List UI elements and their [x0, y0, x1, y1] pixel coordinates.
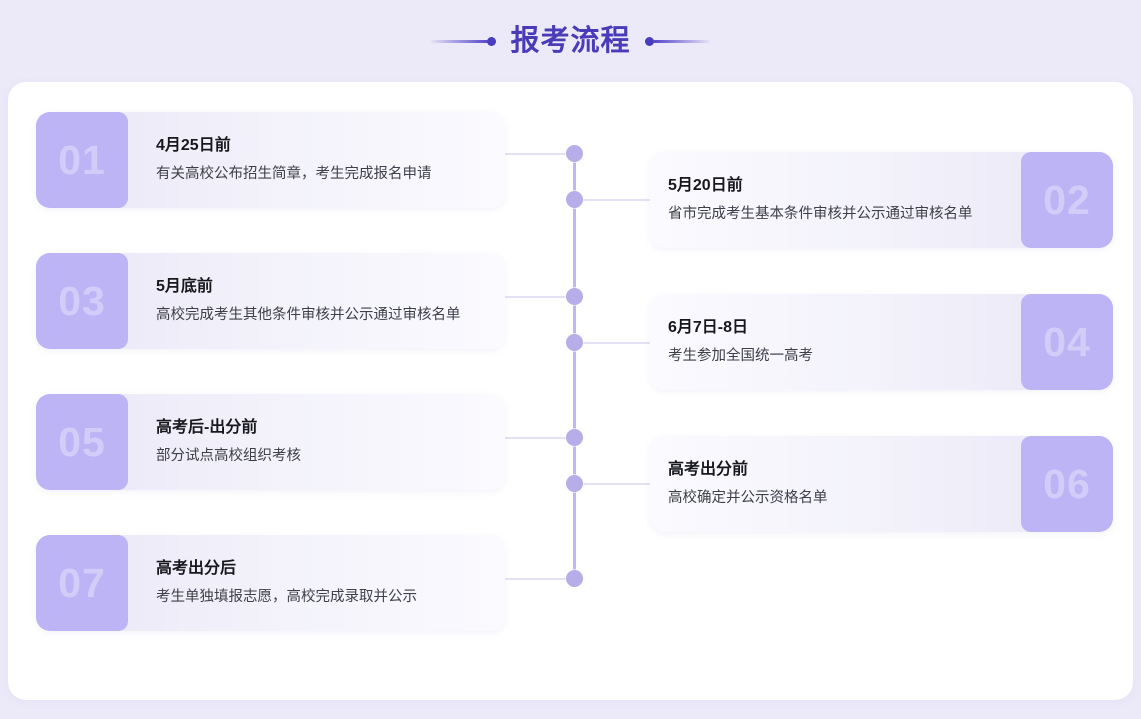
- timeline-node-5: [566, 429, 583, 446]
- step-number-badge: 03: [36, 253, 128, 349]
- step-description: 省市完成考生基本条件审核并公示通过审核名单: [668, 206, 973, 223]
- step-content: 5月底前 高校完成考生其他条件审核并公示通过审核名单: [128, 253, 505, 349]
- timeline-step-card-04[interactable]: 04 6月7日-8日 考生参加全国统一高考: [641, 294, 1113, 390]
- connector-step-6: [574, 483, 652, 485]
- step-description: 高校完成考生其他条件审核并公示通过审核名单: [156, 307, 461, 324]
- timeline-step-card-05[interactable]: 05 高考后-出分前 部分试点高校组织考核: [36, 394, 514, 490]
- timeline-node-4: [566, 334, 583, 351]
- timeline-step-card-06[interactable]: 06 高考出分前 高校确定并公示资格名单: [641, 436, 1113, 532]
- step-number-badge: 02: [1021, 152, 1113, 248]
- step-heading: 高考出分后: [156, 560, 237, 578]
- step-description: 有关高校公布招生简章，考生完成报名申请: [156, 166, 432, 183]
- step-content: 高考出分前 高校确定并公示资格名单: [650, 436, 1021, 532]
- step-number-badge: 05: [36, 394, 128, 490]
- timeline-node-3: [566, 288, 583, 305]
- connector-step-3: [505, 296, 575, 298]
- page-header: 报考流程: [0, 18, 1141, 64]
- timeline-spine: [573, 154, 576, 579]
- step-heading: 高考出分前: [668, 461, 749, 479]
- step-description: 考生单独填报志愿，高校完成录取并公示: [156, 589, 417, 606]
- connector-step-5: [505, 437, 575, 439]
- timeline-node-6: [566, 475, 583, 492]
- step-description: 考生参加全国统一高考: [668, 348, 813, 365]
- title-decoration-dot-left: [487, 36, 497, 46]
- connector-step-1: [505, 153, 575, 155]
- connector-step-4: [574, 342, 652, 344]
- step-number-badge: 06: [1021, 436, 1113, 532]
- title-decoration-dot-right: [644, 36, 654, 46]
- step-heading: 5月底前: [156, 278, 213, 296]
- step-number-badge: 04: [1021, 294, 1113, 390]
- step-content: 高考后-出分前 部分试点高校组织考核: [128, 394, 505, 490]
- connector-step-2: [574, 199, 652, 201]
- step-content: 高考出分后 考生单独填报志愿，高校完成录取并公示: [128, 535, 505, 631]
- step-heading: 5月20日前: [668, 177, 743, 195]
- step-description: 高校确定并公示资格名单: [668, 490, 828, 507]
- timeline-step-card-03[interactable]: 03 5月底前 高校完成考生其他条件审核并公示通过审核名单: [36, 253, 514, 349]
- step-heading: 4月25日前: [156, 137, 231, 155]
- timeline-step-card-07[interactable]: 07 高考出分后 考生单独填报志愿，高校完成录取并公示: [36, 535, 514, 631]
- timeline-node-2: [566, 191, 583, 208]
- step-heading: 高考后-出分前: [156, 419, 258, 437]
- connector-step-7: [505, 578, 575, 580]
- step-content: 4月25日前 有关高校公布招生简章，考生完成报名申请: [128, 112, 505, 208]
- step-number-badge: 07: [36, 535, 128, 631]
- timeline-node-1: [566, 145, 583, 162]
- step-description: 部分试点高校组织考核: [156, 448, 301, 465]
- timeline-step-card-01[interactable]: 01 4月25日前 有关高校公布招生简章，考生完成报名申请: [36, 112, 514, 208]
- timeline-step-card-02[interactable]: 02 5月20日前 省市完成考生基本条件审核并公示通过审核名单: [641, 152, 1113, 248]
- title-decoration-line-right: [652, 39, 710, 43]
- timeline-node-7: [566, 570, 583, 587]
- title-decoration-line-left: [431, 39, 489, 43]
- step-heading: 6月7日-8日: [668, 319, 749, 337]
- step-content: 5月20日前 省市完成考生基本条件审核并公示通过审核名单: [650, 152, 1021, 248]
- step-content: 6月7日-8日 考生参加全国统一高考: [650, 294, 1021, 390]
- page-title: 报考流程: [510, 24, 631, 57]
- step-number-badge: 01: [36, 112, 128, 208]
